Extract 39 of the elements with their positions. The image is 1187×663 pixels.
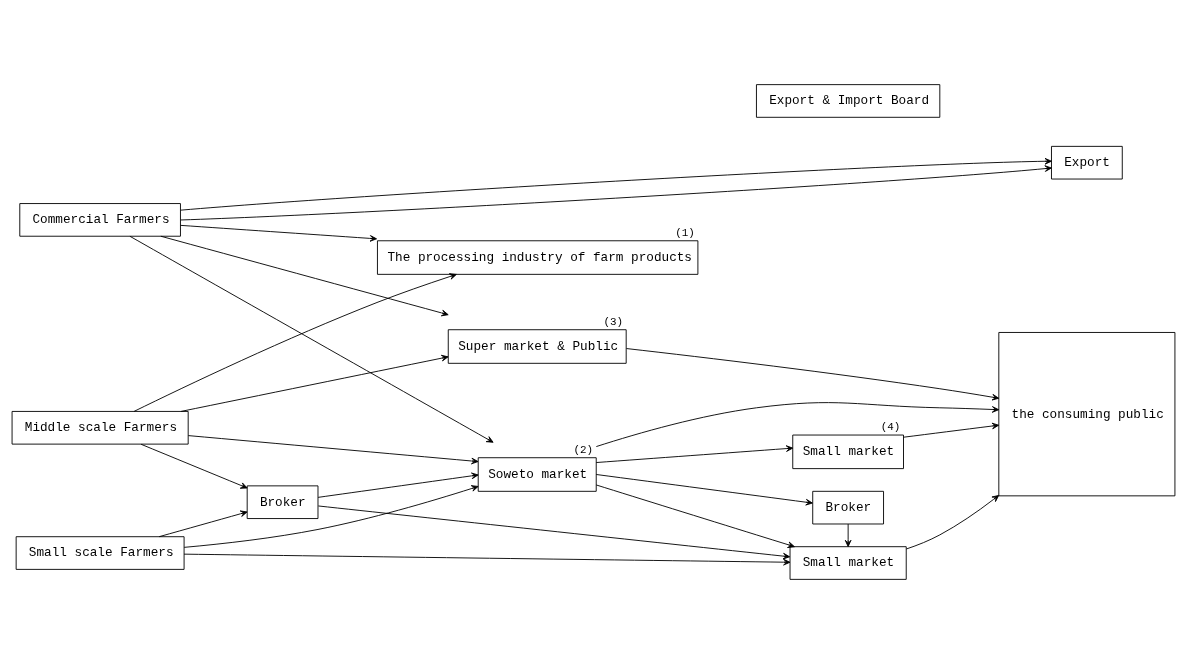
node-box: Middle scale Farmers — [11, 410, 189, 445]
arrow — [187, 434, 479, 464]
arrow — [180, 157, 1052, 211]
arrow — [317, 505, 791, 559]
arrow — [180, 354, 449, 412]
node-box: Super market & Public — [447, 328, 627, 364]
arrow — [595, 484, 795, 548]
arrow — [626, 347, 1000, 400]
node-box: Small scale Farmers — [15, 535, 185, 570]
node-box: Commercial Farmers — [19, 202, 181, 237]
arrow — [595, 401, 1000, 447]
node-box: Small market — [792, 434, 904, 469]
node-label: (2) — [573, 443, 594, 456]
arrow — [180, 164, 1052, 220]
arrow — [158, 509, 248, 537]
node-label: (4) — [880, 420, 901, 433]
arrow — [140, 443, 248, 489]
node-box: Broker — [246, 484, 319, 519]
node-box: the consuming public — [998, 331, 1176, 496]
arrow — [133, 272, 457, 412]
node-box: Export & Import Board — [756, 83, 941, 118]
node-box: Export — [1051, 145, 1123, 179]
arrow — [129, 235, 494, 443]
node-label: (3) — [603, 315, 624, 328]
node-box: Broker — [812, 490, 884, 524]
node-box: Soweto market — [477, 456, 597, 492]
arrow — [183, 553, 791, 565]
node-label: (1) — [675, 226, 695, 239]
node-box: The processing industry of farm products — [377, 239, 699, 275]
arrow — [595, 444, 794, 463]
arrow — [844, 523, 852, 547]
arrow — [180, 224, 377, 242]
arrow — [160, 235, 449, 316]
arrow — [183, 484, 479, 548]
arrow — [595, 473, 813, 505]
node-box: Small market — [789, 545, 907, 580]
arrow — [903, 422, 1000, 438]
arrow — [317, 472, 479, 498]
arrow — [905, 494, 1000, 549]
